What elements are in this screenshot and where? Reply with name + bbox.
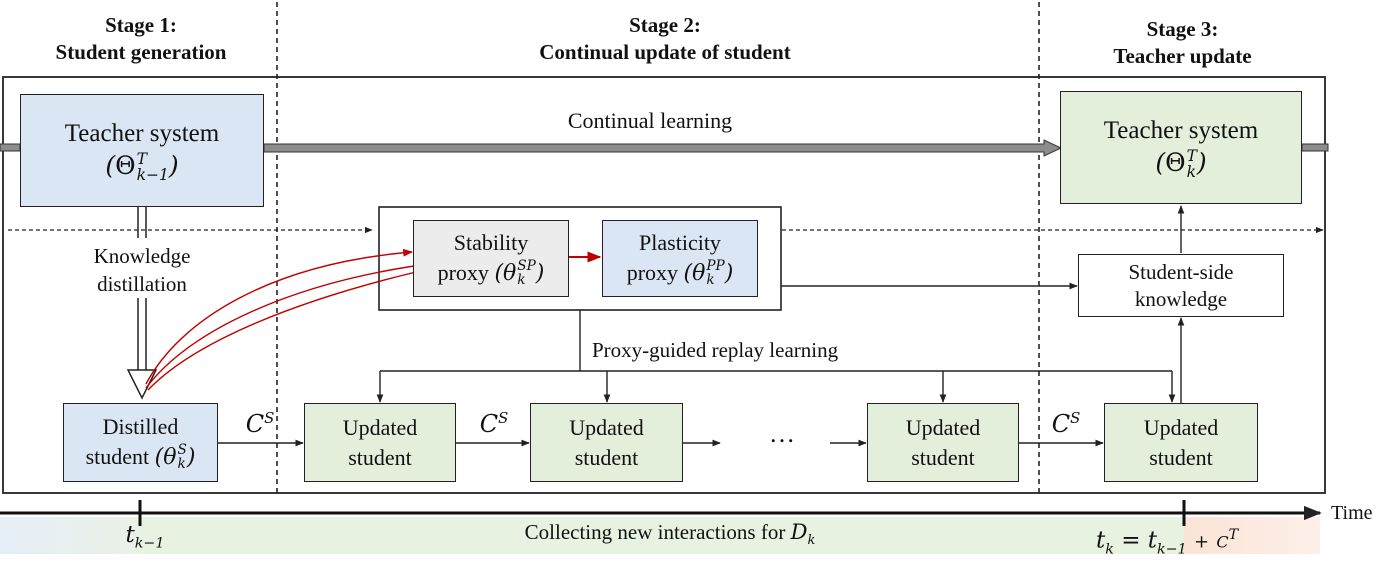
timeline-band-collecting: [140, 517, 1184, 554]
left-stub-bar: [0, 143, 21, 152]
outer-frame: [2, 76, 1326, 494]
time-axis-label: Time: [1331, 502, 1373, 524]
collecting-label: Collecting new interactions for Dk: [524, 520, 816, 549]
t-k-label: tk = tk−1 + CT: [1096, 527, 1239, 558]
timeline-band-stage1: [0, 517, 140, 554]
t-prev-label: tk−1: [125, 522, 165, 552]
red-curve-inner: [145, 265, 415, 389]
timeline-band-teacher-update: [1184, 517, 1320, 554]
cs-label-3: CS: [1051, 409, 1081, 438]
stage-2-title: Stage 2:Continual update of student: [539, 13, 791, 64]
stage-1-title: Stage 1:Student generation: [55, 13, 227, 64]
stage-3-title: Stage 3:Teacher update: [1113, 17, 1252, 68]
right-stub-bar: [1301, 143, 1329, 152]
red-curve-bottom: [147, 271, 417, 391]
proxy-guided-label: Proxy-guided replay learning: [592, 338, 839, 362]
cs-label-1: CS: [245, 409, 275, 438]
cs-label-2: CS: [479, 409, 509, 438]
continual-learning-label: Continual learning: [567, 108, 733, 133]
continual-learning-arrow: [263, 139, 1063, 157]
ellipsis: …: [769, 419, 795, 448]
red-curve-outer: [145, 248, 413, 385]
